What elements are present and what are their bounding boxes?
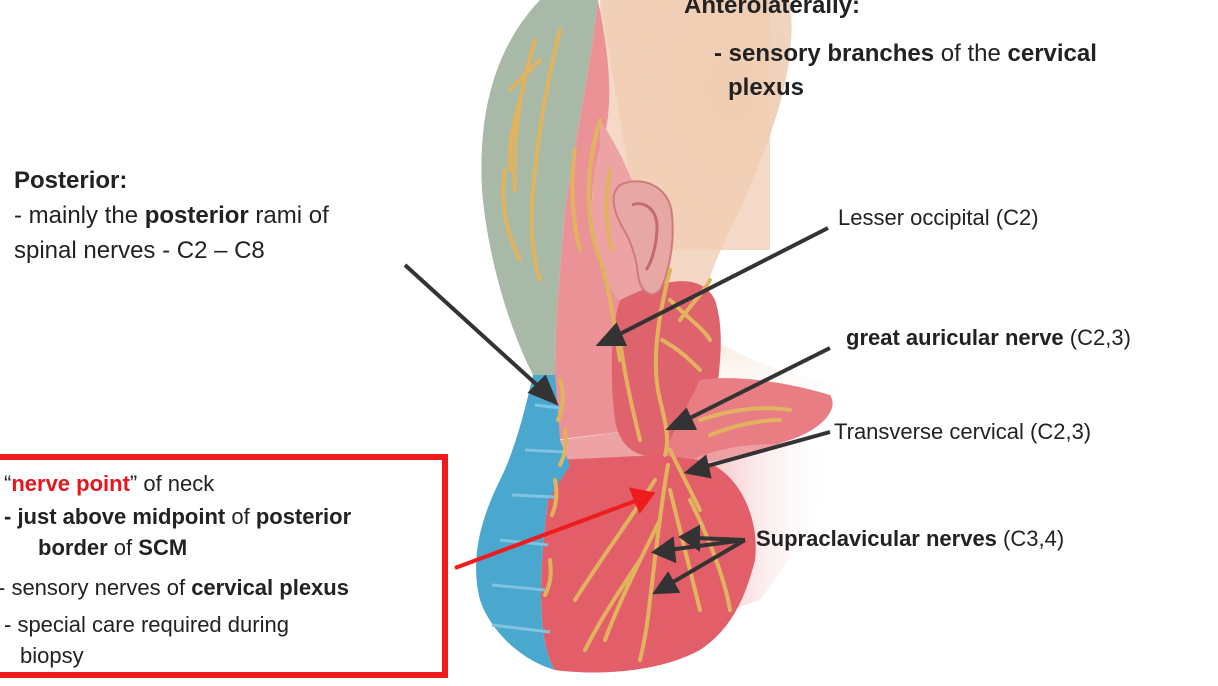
nerve-point-b3-line2: biopsy — [20, 643, 84, 668]
nerve-point-b3-line1: - special care required during — [4, 612, 289, 637]
anterolateral-line1-bold2: cervical — [1008, 40, 1097, 67]
nerve-point-bullet-1-line-2: border of SCM — [38, 532, 187, 564]
anterolateral-line2-text: plexus — [728, 74, 804, 101]
posterior-line1-bold: posterior — [145, 202, 249, 229]
supraclavicular-label: Supraclavicular nerves (C3,4) — [756, 523, 1064, 555]
nerve-point-title-red: nerve point — [11, 471, 130, 496]
nerve-point-bullet-3: - special care required during — [4, 609, 289, 641]
nerve-point-bullet-3-line-2: biopsy — [20, 640, 84, 672]
nerve-point-b1-bold-a: - just above midpoint — [4, 504, 225, 529]
transverse-cervical-label: Transverse cervical (C2,3) — [834, 416, 1091, 448]
posterior-line2-text: spinal nerves - C2 – C8 — [14, 237, 265, 264]
great-auricular-label-suffix: (C2,3) — [1064, 325, 1131, 350]
nerve-point-bullet-2: - sensory nerves of cervical plexus — [0, 572, 349, 604]
nerve-point-b1-line2-bold: border — [38, 535, 108, 560]
nerve-point-b1-mid: of — [225, 504, 256, 529]
posterior-heading: Posterior: — [14, 165, 127, 197]
posterior-line1-prefix: - mainly the — [14, 202, 145, 229]
posterior-line1-suffix: rami of — [249, 202, 329, 229]
transverse-cervical-label-text: Transverse cervical (C2,3) — [834, 419, 1091, 444]
posterior-line-1: - mainly the posterior rami of — [14, 200, 329, 232]
nerve-point-title: “nerve point” of neck — [4, 468, 214, 500]
posterior-heading-text: Posterior: — [14, 167, 127, 194]
anterolateral-line1-bold1: sensory branches — [729, 40, 934, 67]
nerve-point-b1-line2-mid: of — [108, 535, 139, 560]
supraclavicular-label-suffix: (C3,4) — [997, 526, 1064, 551]
anterolateral-line1-mid: of the — [934, 40, 1007, 67]
anterolateral-line1-prefix: - — [714, 40, 729, 67]
posterior-line-2: spinal nerves - C2 – C8 — [14, 235, 265, 267]
nerve-point-b2-bold: cervical plexus — [191, 575, 349, 600]
great-auricular-label-bold: great auricular nerve — [846, 325, 1064, 350]
nerve-point-bullet-1: - just above midpoint of posterior — [4, 501, 351, 533]
anterolateral-heading-text: Anterolaterally: — [684, 0, 860, 19]
anterolateral-line-1: - sensory branches of the cervical — [714, 38, 1097, 70]
anterolateral-heading: Anterolaterally: — [684, 0, 860, 22]
nerve-point-b2-prefix: - sensory nerves of — [0, 575, 191, 600]
great-auricular-label: great auricular nerve (C2,3) — [846, 322, 1131, 354]
nerve-point-b1-line2-bold2: SCM — [138, 535, 187, 560]
nerve-point-title-suffix: of neck — [137, 471, 214, 496]
supraclavicular-label-bold: Supraclavicular nerves — [756, 526, 997, 551]
lesser-occipital-label-text: Lesser occipital (C2) — [838, 205, 1039, 230]
lesser-occipital-label: Lesser occipital (C2) — [838, 202, 1039, 234]
anterolateral-line-2: plexus — [728, 72, 804, 104]
nerve-point-b1-bold-b: posterior — [256, 504, 351, 529]
